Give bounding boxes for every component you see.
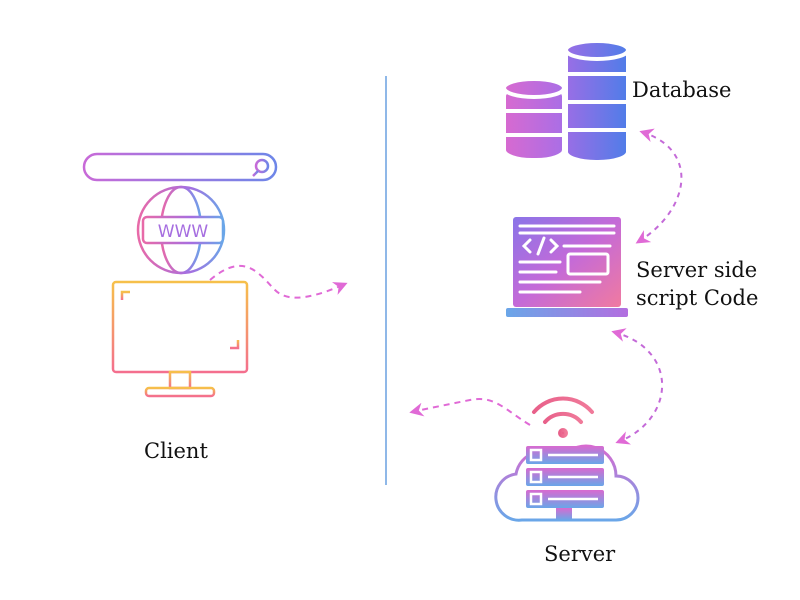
server-script-label-line1: Server side xyxy=(636,258,758,282)
cloud-server-icon xyxy=(494,444,640,522)
server-label: Server xyxy=(544,542,616,566)
wifi-icon xyxy=(532,396,594,438)
server-script-label-line2: script Code xyxy=(636,286,759,311)
monitor-icon xyxy=(111,280,249,398)
client-label: Client xyxy=(144,439,208,463)
arrow-code-server xyxy=(611,328,663,445)
database-label: Database xyxy=(632,78,732,102)
code-window-icon xyxy=(506,217,628,335)
server-script-label: Server side script Code xyxy=(636,256,758,313)
arrow-client-to-server xyxy=(209,265,348,299)
search-bar-icon xyxy=(82,152,278,182)
database-icon xyxy=(502,39,630,164)
www-globe-icon: WWW xyxy=(136,185,226,275)
arrow-server-to-client xyxy=(409,398,531,426)
www-text: WWW xyxy=(158,222,209,242)
arrow-db-code xyxy=(635,128,683,244)
